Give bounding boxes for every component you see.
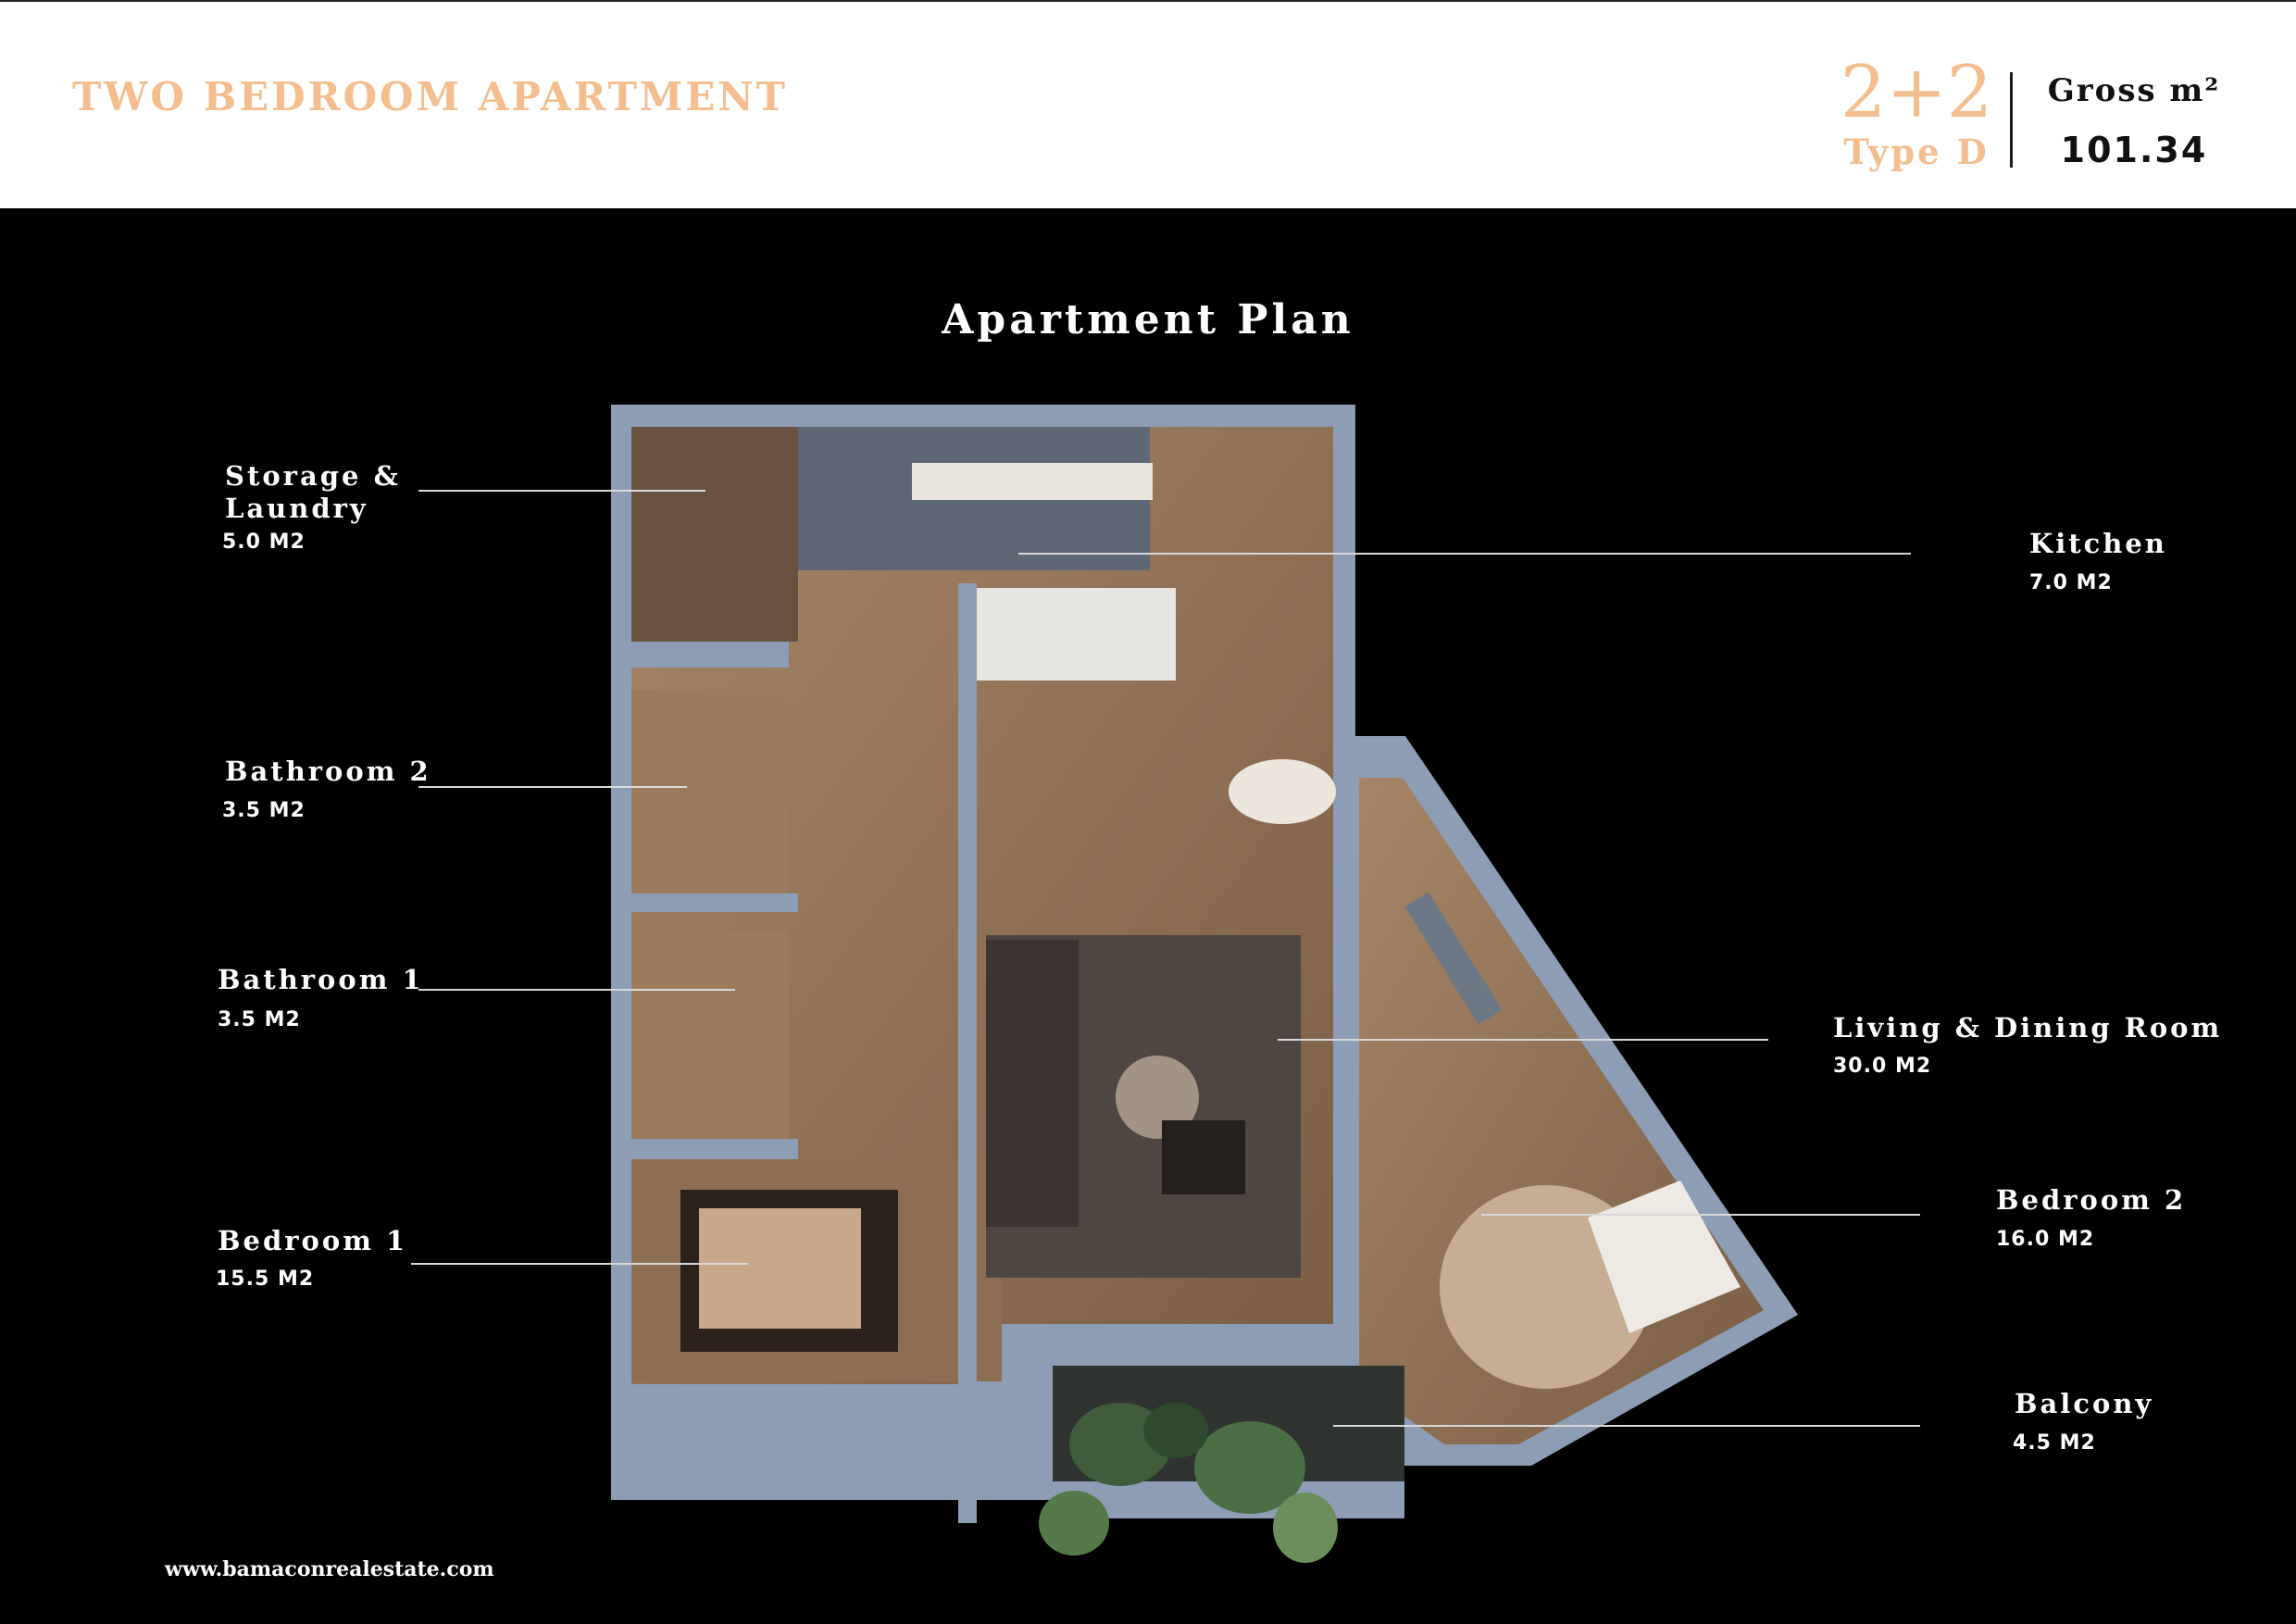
- page-title: TWO BEDROOM APARTMENT: [72, 74, 789, 119]
- plan-title: Apartment Plan: [942, 296, 1354, 344]
- bathroom-1: [631, 931, 789, 1139]
- website-link[interactable]: www.bamaconrealestate.com: [165, 1557, 494, 1581]
- floor-plan-image: [611, 405, 1798, 1563]
- room-area-bedroom-1: 15.5 M2: [216, 1268, 315, 1291]
- header: TWO BEDROOM APARTMENT 2+2 Type D Gross m…: [0, 0, 2296, 210]
- plan-section: Apartment Plan Storage & Laundry 5.0 M2 …: [0, 208, 2296, 1624]
- dining-table: [1229, 759, 1336, 824]
- room-label-bedroom-2: Bedroom 2: [1996, 1184, 2187, 1216]
- interior-rooms: [631, 427, 1741, 1523]
- room-area-balcony: 4.5 M2: [2013, 1431, 2096, 1455]
- coffee-table: [1116, 1056, 1199, 1139]
- leader-line-kitchen: [1018, 553, 1911, 555]
- bathroom-2: [631, 690, 789, 893]
- header-divider: [2010, 72, 2013, 168]
- room-label-bedroom-1: Bedroom 1: [218, 1225, 408, 1256]
- room-area-storage: 5.0 M2: [222, 531, 306, 554]
- storage-room: [631, 427, 798, 642]
- bed-2: [1588, 1181, 1741, 1333]
- unit-type-badge: 2+2 Type D: [1833, 54, 2000, 172]
- room-area-living-dining: 30.0 M2: [1833, 1055, 1932, 1078]
- room-label-kitchen: Kitchen: [2029, 528, 2167, 559]
- gross-area-value: 101.34: [2060, 130, 2208, 170]
- room-area-bathroom-2: 3.5 M2: [222, 799, 306, 822]
- leader-line-balcony: [1333, 1425, 1920, 1427]
- gross-area-label: Gross m²: [2047, 72, 2221, 109]
- unit-type-label: Type D: [1843, 131, 1990, 172]
- room-area-kitchen: 7.0 M2: [2029, 571, 2113, 594]
- room-area-bathroom-1: 3.5 M2: [218, 1008, 301, 1031]
- room-label-balcony: Balcony: [2015, 1388, 2154, 1419]
- room-label-bathroom-2: Bathroom 2: [225, 756, 431, 787]
- leader-line-storage: [418, 490, 705, 492]
- room-label-bathroom-1: Bathroom 1: [218, 964, 424, 995]
- leader-line-bedroom-1: [411, 1263, 748, 1265]
- kitchen-island: [977, 588, 1176, 681]
- leader-line-bathroom-2: [418, 786, 687, 788]
- sofa: [986, 940, 1079, 1227]
- room-label-living-dining: Living & Dining Room: [1833, 1012, 2223, 1043]
- balcony-plants: [1039, 1403, 1338, 1563]
- leader-line-living-dining: [1278, 1039, 1768, 1041]
- room-label-storage: Storage & Laundry: [225, 460, 401, 524]
- leader-line-bedroom-2: [1481, 1214, 1920, 1216]
- unit-type-number: 2+2: [1840, 51, 1993, 134]
- leader-line-bathroom-1: [418, 989, 735, 991]
- room-area-bedroom-2: 16.0 M2: [1996, 1228, 2095, 1251]
